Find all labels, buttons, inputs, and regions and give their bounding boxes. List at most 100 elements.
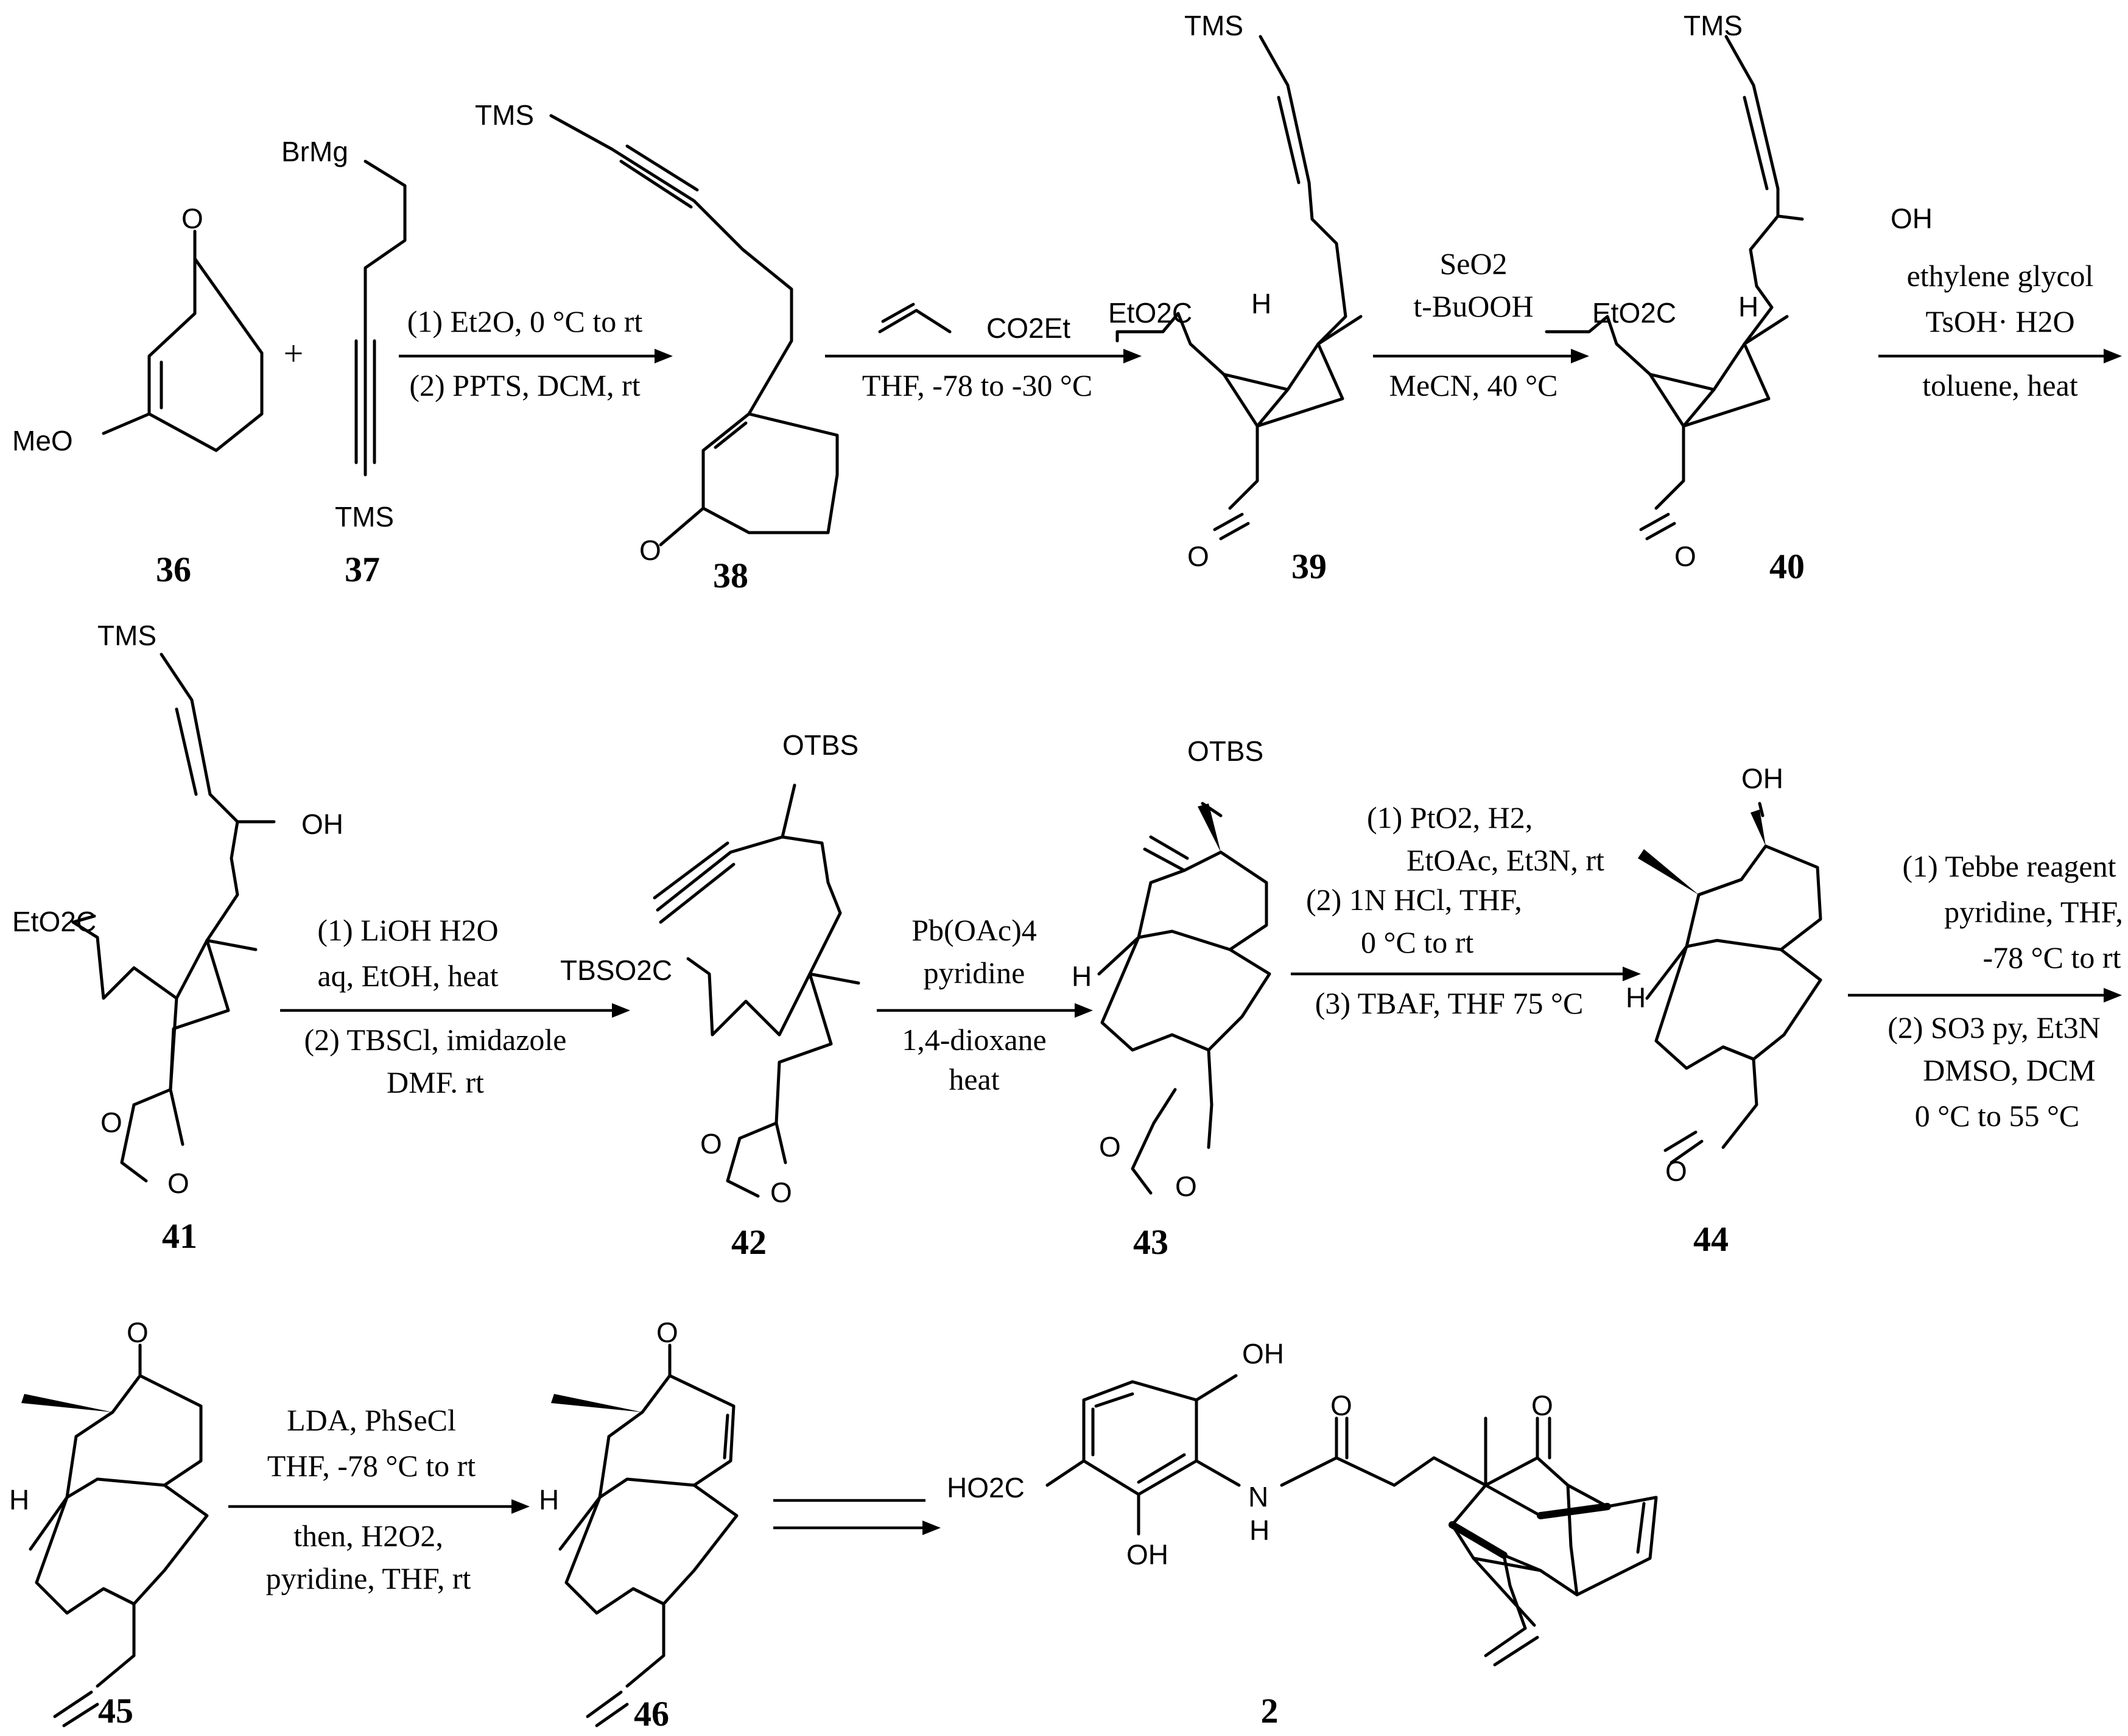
condition-line1: (1) LiOH H2O: [317, 913, 498, 947]
plus-sign: +: [284, 334, 304, 373]
condition-above: (1) Et2O, 0 °C to rt: [407, 304, 643, 338]
reaction-arrow-4: ethylene glycol TsOH· H2O toluene, heat: [1878, 259, 2122, 402]
compound-46: O H 46: [539, 1317, 739, 1734]
compound-45: O H 45: [9, 1317, 209, 1731]
carbonyl-o: O: [181, 203, 203, 234]
compound-number: 42: [731, 1222, 767, 1262]
reaction-arrow-9: LDA, PhSeCl THF, -78 °C to rt then, H2O2…: [228, 1403, 530, 1595]
compound-number: 41: [162, 1216, 197, 1256]
acrylate-label: CO2Et: [986, 312, 1070, 344]
compound-2: OH HO2C OH N H O O 2: [947, 1338, 1658, 1731]
carbonyl-o: O: [639, 534, 661, 566]
compound-number: 40: [1769, 547, 1805, 586]
condition-below1: 1,4-dioxane: [902, 1023, 1046, 1057]
dioxolane-o2: O: [1175, 1171, 1197, 1202]
compound-number: 38: [713, 556, 748, 595]
condition-line4: 0 °C to rt: [1361, 925, 1473, 959]
condition-below1: (2) TBSCl, imidazole: [304, 1023, 567, 1057]
dioxolane-o2: O: [167, 1167, 189, 1199]
condition-line2: t-BuOOH: [1413, 289, 1533, 323]
dioxolane-o2: O: [770, 1177, 792, 1208]
condition-line2: THF, -78 °C to rt: [267, 1449, 476, 1483]
compound-41: TMS OH EtO2C O O 41: [12, 620, 343, 1256]
compound-39: TMS EtO2C H O 39: [1108, 10, 1363, 586]
condition-below: (2) PPTS, DCM, rt: [409, 368, 640, 402]
ester-label: EtO2C: [1108, 297, 1192, 329]
compound-number: 2: [1261, 1691, 1279, 1731]
compound-36: O MeO 36: [12, 203, 264, 589]
condition-below: toluene, heat: [1922, 368, 2078, 402]
ester-label: EtO2C: [1592, 297, 1676, 329]
reaction-arrow-8: (1) Tebbe reagent pyridine, THF, -78 °C …: [1848, 849, 2123, 1133]
dioxolane-o1: O: [700, 1128, 722, 1160]
dioxolane-o1: O: [1099, 1131, 1121, 1163]
oh-label: OH: [1741, 763, 1783, 794]
methoxy-label: MeO: [12, 425, 73, 457]
condition-line1: (1) Tebbe reagent: [1903, 849, 2116, 883]
ester-label: TBSO2C: [560, 954, 672, 986]
multistep-arrow: [773, 1499, 941, 1535]
carbonyl-o: O: [1674, 541, 1696, 572]
compound-number: 44: [1693, 1219, 1729, 1259]
tms-label: TMS: [1184, 10, 1243, 41]
compound-42: OTBS TBSO2C O O 42: [560, 729, 860, 1262]
condition-below: THF, -78 to -30 °C: [862, 368, 1093, 402]
carbonyl-o: O: [656, 1317, 678, 1348]
compound-number: 36: [156, 550, 191, 589]
compound-40: TMS OH EtO2C H O 40: [1545, 10, 1933, 586]
reaction-arrow-3: SeO2 t-BuOOH MeCN, 40 °C: [1373, 247, 1589, 402]
h-label: H: [1072, 961, 1092, 992]
carbonyl-o: O: [1665, 1155, 1687, 1187]
otbs-label: OTBS: [1187, 735, 1263, 767]
oh-top-label: OH: [1242, 1338, 1284, 1370]
condition-below2: pyridine, THF, rt: [266, 1561, 471, 1595]
oh-label: OH: [301, 808, 343, 840]
grignard-label: BrMg: [281, 136, 348, 167]
condition-line2: aq, EtOH, heat: [317, 959, 498, 993]
condition-line2: EtOAc, Et3N, rt: [1406, 843, 1604, 877]
compound-number: 37: [345, 550, 380, 589]
h-label: H: [9, 1484, 29, 1516]
compound-number: 46: [634, 1694, 669, 1734]
reaction-arrow-7: (1) PtO2, H2, EtOAc, Et3N, rt (2) 1N HCl…: [1291, 800, 1641, 1020]
reaction-arrow-1: (1) Et2O, 0 °C to rt (2) PPTS, DCM, rt: [399, 304, 673, 402]
condition-line2: pyridine: [924, 956, 1025, 990]
ester-label: EtO2C: [12, 906, 96, 937]
compound-43: OTBS H O O 43: [1072, 735, 1271, 1262]
h-label: H: [1251, 288, 1271, 320]
carbonyl-o: O: [1187, 541, 1209, 572]
tms-label: TMS: [97, 620, 156, 651]
condition-below2: DMSO, DCM: [1923, 1053, 2095, 1087]
reaction-arrow-6: Pb(OAc)4 pyridine 1,4-dioxane heat: [877, 913, 1093, 1096]
reaction-arrow-5: (1) LiOH H2O aq, EtOH, heat (2) TBSCl, i…: [280, 913, 630, 1099]
compound-number: 45: [98, 1691, 133, 1731]
h-label: H: [539, 1484, 559, 1516]
condition-line3: -78 °C to rt: [1983, 940, 2121, 975]
condition-below: (3) TBAF, THF 75 °C: [1315, 986, 1584, 1020]
acid-label: HO2C: [947, 1472, 1025, 1503]
condition-line1: ethylene glycol: [1907, 259, 2094, 293]
condition-line2: TsOH· H2O: [1925, 304, 2074, 338]
condition-below: MeCN, 40 °C: [1389, 368, 1558, 402]
tms-label: TMS: [335, 501, 394, 533]
compound-44: OH H O 44: [1626, 763, 1822, 1259]
otbs-label: OTBS: [782, 729, 859, 761]
condition-line1: (1) PtO2, H2,: [1367, 800, 1533, 835]
amide-h: H: [1249, 1514, 1269, 1546]
compound-37: BrMg TMS 37: [281, 136, 407, 589]
h-label: H: [1738, 291, 1758, 323]
h-label: H: [1626, 982, 1646, 1013]
reaction-arrow-2: CO2Et THF, -78 to -30 °C: [825, 303, 1142, 402]
condition-below1: then, H2O2,: [293, 1519, 443, 1553]
dioxolane-o1: O: [100, 1107, 122, 1138]
condition-below3: 0 °C to 55 °C: [1915, 1099, 2080, 1133]
condition-line3: (2) 1N HCl, THF,: [1306, 883, 1522, 917]
condition-line1: Pb(OAc)4: [911, 913, 1037, 947]
amide-o: O: [1330, 1390, 1352, 1421]
ketone-o: O: [1531, 1390, 1553, 1421]
condition-below2: heat: [949, 1062, 999, 1096]
oh-label: OH: [1891, 203, 1933, 234]
condition-below2: DMF. rt: [387, 1065, 484, 1099]
tms-label: TMS: [475, 99, 534, 131]
